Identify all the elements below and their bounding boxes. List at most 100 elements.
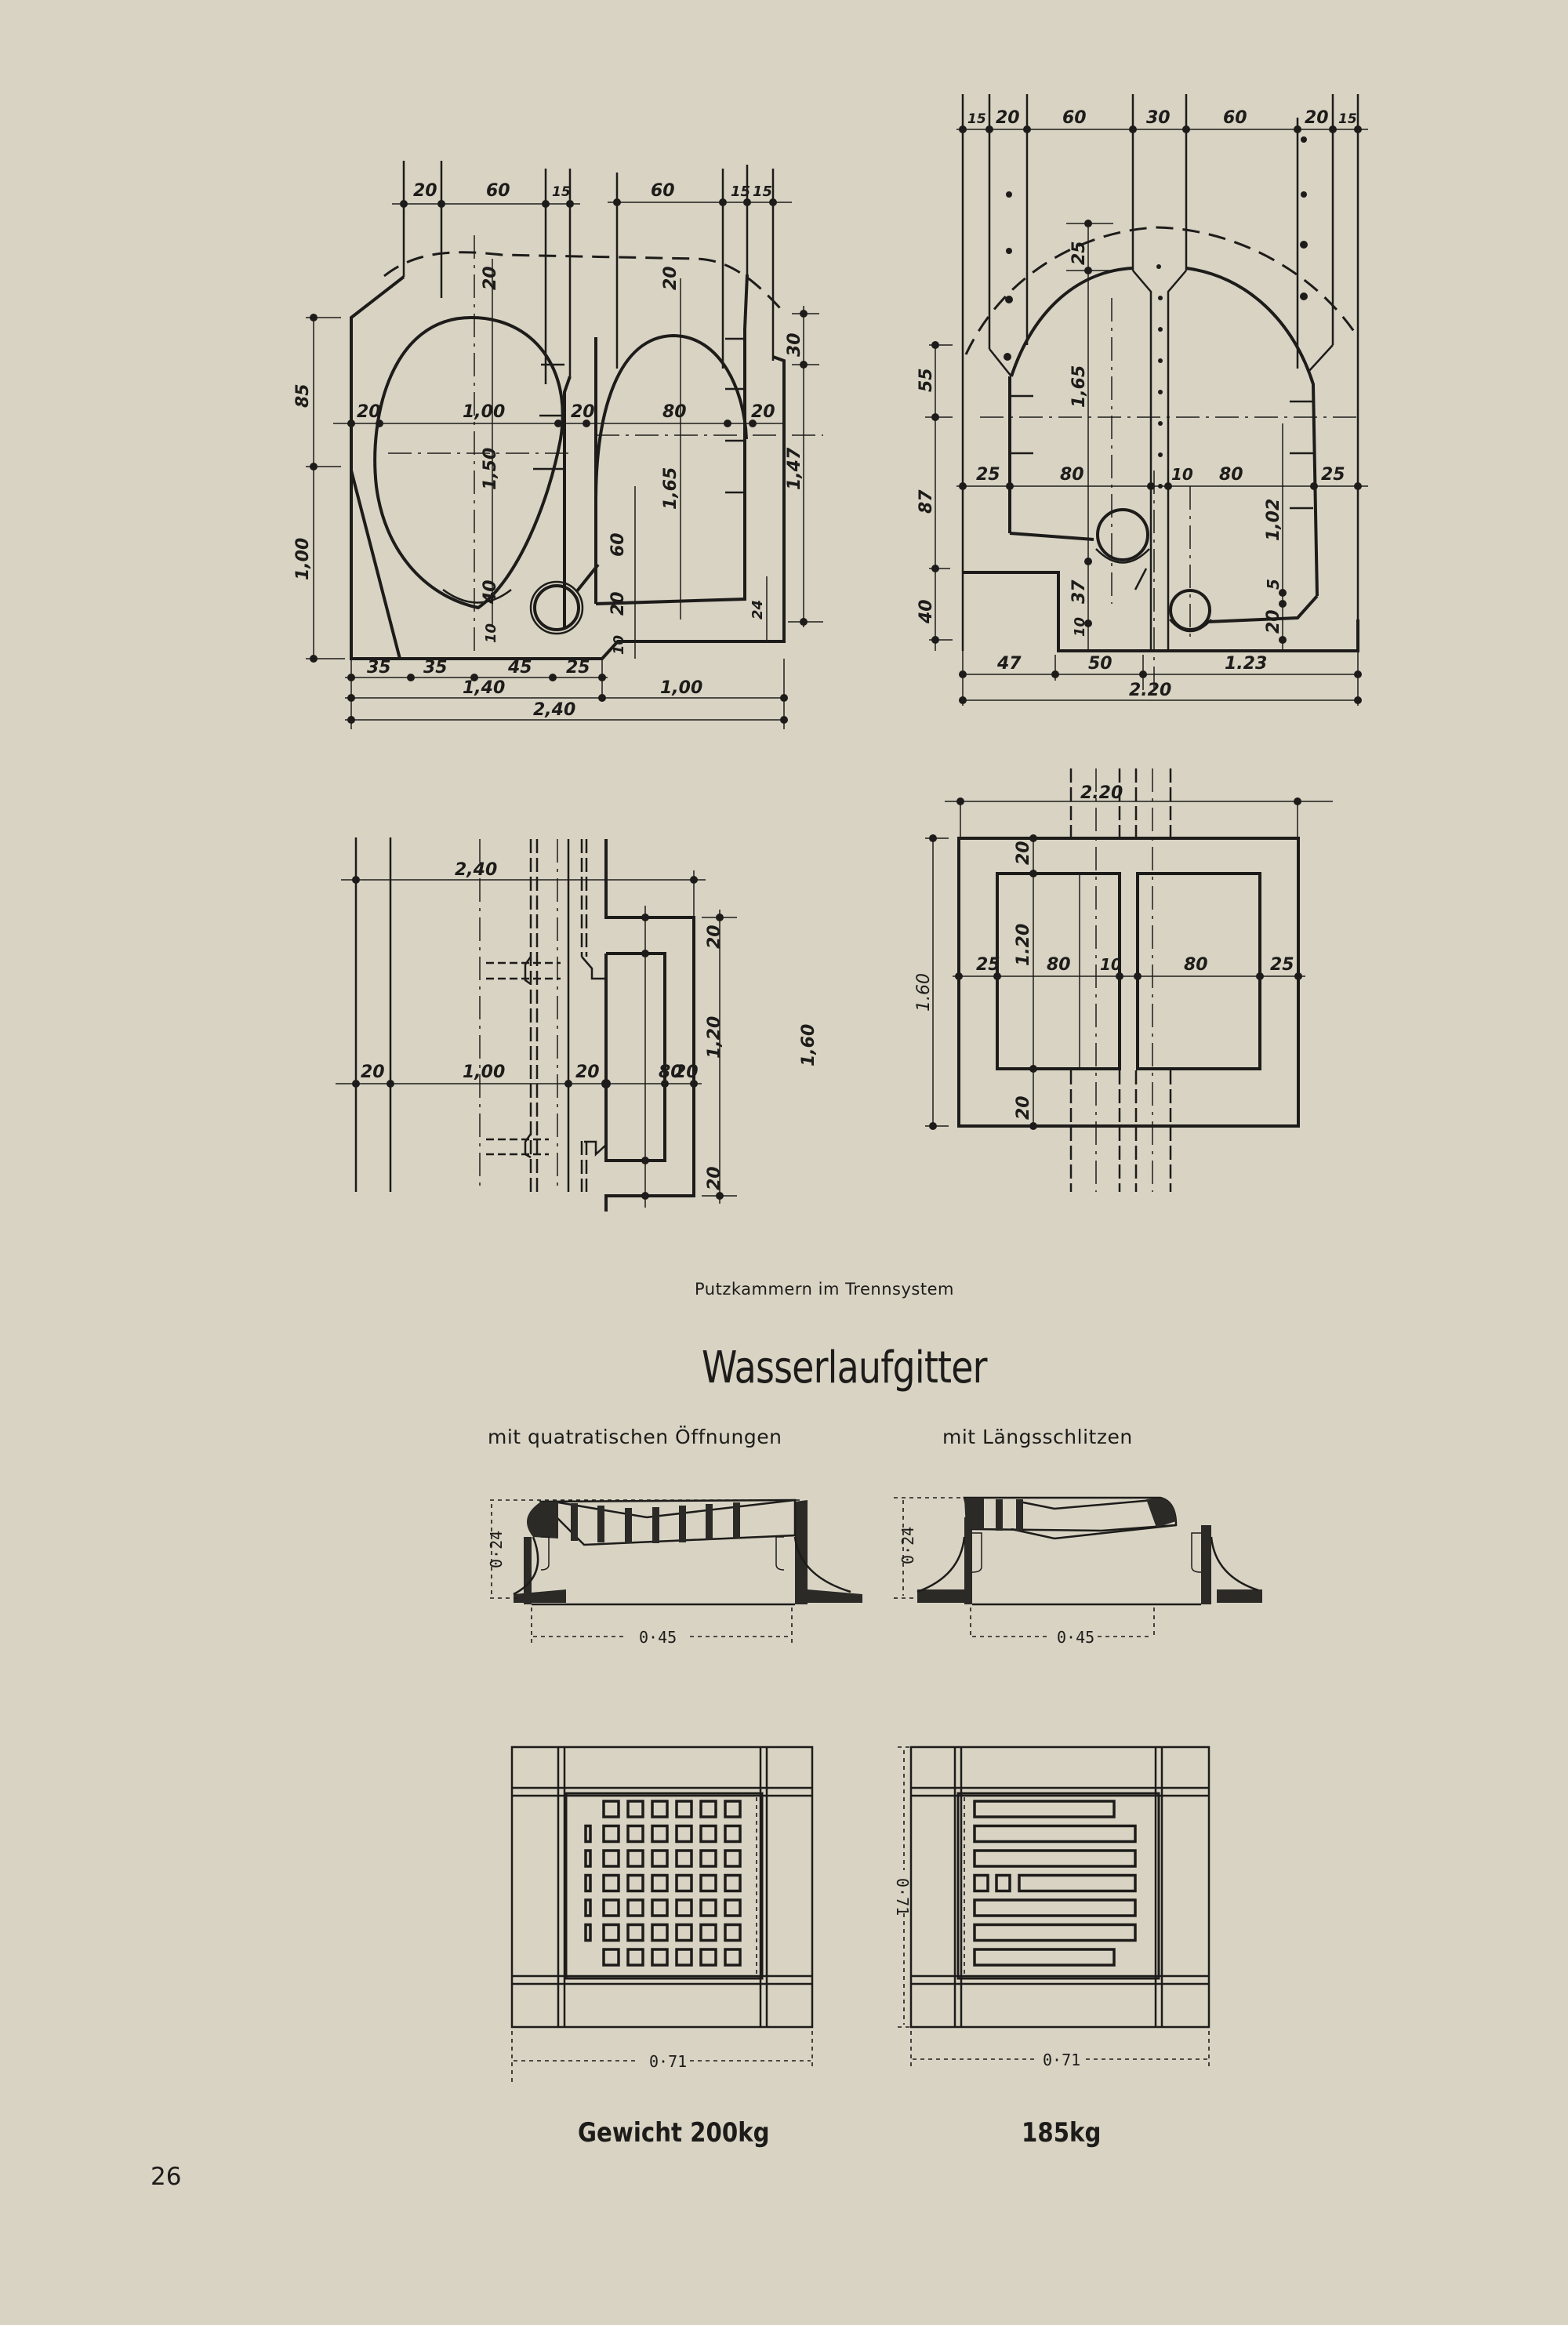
grate-opening: [724, 1873, 742, 1893]
dim-label: 40: [481, 579, 500, 605]
dim-label: 20: [996, 108, 1020, 128]
dim-label: 47: [996, 654, 1022, 674]
dim-label: 0·24: [898, 1527, 917, 1564]
grate-opening: [724, 1824, 742, 1844]
dim-label: 0·24: [487, 1531, 506, 1568]
dim-label: 25: [566, 658, 590, 678]
dim-label: 1,50: [481, 448, 500, 490]
dim-label: 87: [916, 489, 936, 514]
grate-opening: [626, 1800, 644, 1818]
grate-opening: [724, 1898, 742, 1917]
dim-label: 10: [1072, 617, 1088, 637]
grate-opening: [626, 1898, 644, 1917]
dim-label: 25: [1270, 955, 1294, 975]
dim-label: 40: [916, 599, 936, 624]
dim-label: 80: [1047, 955, 1071, 975]
dim-label: 60: [608, 532, 628, 557]
dim-label: 25: [1321, 465, 1345, 485]
grate-plan-left: [510, 1746, 814, 2029]
dim-label: 80: [1219, 465, 1243, 485]
grate-opening: [699, 1898, 717, 1917]
dim-label: 0·71: [893, 1878, 912, 1916]
section-left-drawing: 20 60 15 60 15 15 20 1,00 20 80 20 85 1,…: [293, 161, 823, 729]
dim-label: 2,40: [533, 700, 575, 720]
longitudinal-slots: [973, 1800, 1137, 1967]
dim-label: 2.20: [1080, 783, 1123, 803]
grate-opening: [699, 1824, 717, 1844]
grate-opening: [675, 1898, 693, 1917]
grate-section-left: 0·24 0·45: [487, 1499, 862, 1647]
dim-label: 1,65: [661, 467, 681, 510]
grate-opening: [602, 1948, 620, 1967]
grate-opening-partial: [584, 1898, 592, 1917]
dim-label: 1,00: [463, 402, 505, 422]
grate-opening: [724, 1948, 742, 1967]
dim-label: 1.60: [914, 973, 934, 1012]
grate-slot: [973, 1898, 1137, 1917]
grate-opening-partial: [584, 1849, 592, 1868]
dim-label: 20: [608, 591, 628, 616]
grate-opening: [675, 1800, 693, 1818]
dim-label: 20: [571, 402, 595, 422]
grate-opening: [699, 1948, 717, 1967]
grate-opening: [699, 1923, 717, 1942]
grate-slot: [973, 1824, 1137, 1844]
dim-label: 0·71: [649, 2052, 687, 2071]
dim-label: 1,60: [799, 1024, 818, 1066]
dim-label: 45: [507, 658, 532, 678]
dim-label: 0·71: [1043, 2051, 1080, 2069]
grate-slot: [973, 1948, 1116, 1967]
dim-label: 10: [1171, 465, 1193, 484]
dim-label: 30: [1146, 108, 1171, 128]
grate-opening: [602, 1800, 620, 1818]
grate-opening: [602, 1923, 620, 1942]
grate-plan-width-dims: 0·71 0·71: [511, 2031, 1210, 2086]
subtitle-longitudinal-slots: mit Längsschlitzen: [942, 1426, 1133, 1448]
dim-label: 1,65: [1069, 365, 1089, 408]
dim-label: 20: [1264, 609, 1283, 634]
dim-label: 20: [751, 402, 775, 422]
wasserlaufgitter-title: Wasserlaufgitter: [702, 1342, 988, 1393]
grate-opening: [724, 1849, 742, 1868]
grate-opening: [651, 1898, 669, 1917]
grate-opening: [626, 1824, 644, 1844]
dim-label: 37: [1069, 579, 1089, 604]
grate-section-right: 0·24 0·45: [894, 1496, 1262, 1647]
dim-label: 80: [659, 1063, 683, 1082]
page-number: 26: [151, 2163, 182, 2191]
dim-label: 15: [552, 184, 571, 200]
dim-label: 2.20: [1129, 681, 1171, 700]
grate-opening: [626, 1873, 644, 1893]
dim-label: 15: [967, 111, 986, 127]
dim-label: 5: [1264, 579, 1283, 590]
dim-label: 1,00: [660, 678, 702, 698]
grate-opening: [699, 1849, 717, 1868]
grate-plan-right: 0·71: [893, 1746, 1210, 2029]
dim-label: 50: [1088, 654, 1112, 674]
dim-label: 80: [662, 402, 687, 422]
dim-label: 2,40: [455, 860, 497, 880]
dim-label: 10: [611, 635, 627, 655]
dim-label: 60: [1223, 108, 1247, 128]
grate-opening: [675, 1873, 693, 1893]
dim-label: 20: [357, 402, 381, 422]
dim-label: 85: [293, 383, 313, 408]
section-right-drawing: 15 20 60 30 60 20 15 25 80 10 80 25 55 8…: [916, 94, 1368, 706]
dim-label: 15: [1338, 111, 1357, 127]
dim-label: 0·45: [1057, 1628, 1094, 1647]
subtitle-square-openings: mit quatratischen Öffnungen: [488, 1426, 782, 1448]
dim-label: 1,47: [785, 447, 804, 490]
square-openings: [584, 1800, 742, 1967]
grate-slot-short: [995, 1873, 1011, 1893]
grate-opening: [651, 1824, 669, 1844]
grate-slot: [973, 1800, 1116, 1818]
dim-label: 25: [1069, 241, 1089, 265]
dim-label: 1,02: [1264, 499, 1283, 541]
dim-label: 80: [1184, 955, 1208, 975]
dim-label: 20: [705, 925, 724, 949]
plan-left-drawing: 2,40 20 1,00 20 80 20 20 20 1,20 20 1,60: [336, 837, 818, 1212]
dim-label: 20: [674, 1063, 699, 1082]
weight-slot-grate: 185kg: [1022, 2117, 1102, 2149]
dim-label: 1,00: [463, 1063, 505, 1082]
grate-opening: [651, 1800, 669, 1818]
